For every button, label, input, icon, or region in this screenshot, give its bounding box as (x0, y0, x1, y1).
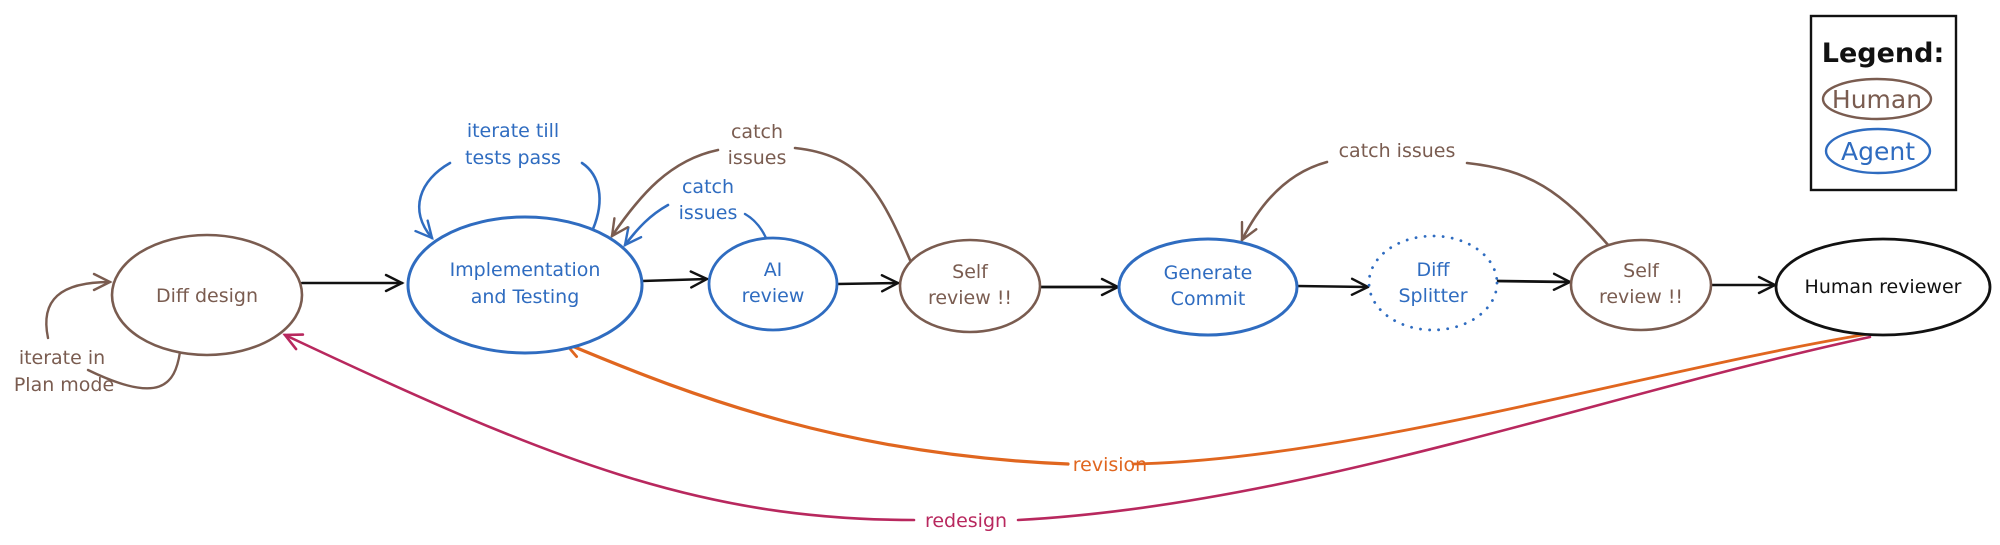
legend-item-human: Human (1821, 77, 1933, 121)
loop-catch-self2-tail (1465, 161, 1611, 248)
label-iterate-plan-1: iterate in (19, 347, 105, 369)
node-diff-design[interactable]: Diff design (110, 233, 304, 357)
legend-item-agent-label: Agent (1841, 137, 1915, 166)
node-generate-commit-label-2: Commit (1171, 288, 1246, 310)
loop-catch-ai-tail (743, 212, 768, 240)
loop-labels: iterate in Plan mode iterate till tests … (14, 120, 1456, 532)
feedback-loops (45, 146, 1872, 522)
node-self-review-1-label-2: review !! (928, 287, 1012, 309)
node-diff-design-label: Diff design (156, 285, 258, 307)
label-iterate-tests-2: tests pass (465, 147, 561, 169)
legend-title: Legend: (1822, 38, 1945, 69)
legend-item-agent: Agent (1824, 127, 1932, 175)
label-catch-self1-2: issues (728, 147, 787, 169)
edge-ai-review-to-self-review (835, 274, 901, 293)
node-diff-splitter[interactable]: Diff Splitter (1367, 234, 1499, 332)
edge-generate-commit-to-diff-splitter (1295, 277, 1371, 296)
node-implementation-label-2: and Testing (471, 286, 580, 308)
loop-revision-arrow (562, 340, 1070, 466)
loop-iterate-plan-arrow (86, 350, 182, 390)
loop-revision-tail (1131, 332, 1870, 466)
nodes: Diff design Implementation and Testing A… (110, 215, 1992, 357)
node-self-review-2-label-2: review !! (1599, 286, 1683, 308)
label-revision: revision (1073, 454, 1147, 476)
node-self-review-1-label-1: Self (952, 261, 989, 283)
label-iterate-plan-2: Plan mode (14, 374, 114, 396)
main-flow-edges (300, 270, 1778, 297)
node-ai-review-label-2: review (742, 285, 805, 307)
node-diff-splitter-label-2: Splitter (1398, 285, 1467, 307)
node-implementation-label-1: Implementation (450, 259, 601, 281)
node-ai-review-label-1: AI (764, 259, 783, 281)
legend-item-human-label: Human (1832, 85, 1922, 114)
node-diff-splitter-label-1: Diff (1417, 259, 1451, 281)
node-human-reviewer[interactable]: Human reviewer (1774, 237, 1992, 337)
loop-iterate-tests-arrow (580, 161, 601, 231)
node-ai-review[interactable]: AI review (707, 236, 839, 332)
node-implementation[interactable]: Implementation and Testing (406, 215, 644, 355)
label-redesign: redesign (925, 510, 1007, 532)
node-generate-commit[interactable]: Generate Commit (1117, 237, 1299, 337)
label-catch-ai-2: issues (679, 202, 738, 224)
loop-iterate-tests-arrow-in (414, 161, 452, 241)
label-iterate-tests-1: iterate till (467, 120, 559, 142)
label-catch-ai-1: catch (682, 176, 734, 198)
edge-diff-splitter-to-self-review (1494, 272, 1573, 291)
node-generate-commit-label-1: Generate (1164, 262, 1253, 284)
loop-catch-self2-arrow (1240, 160, 1329, 243)
node-self-review-2-label-1: Self (1623, 260, 1660, 282)
label-catch-self1-1: catch (731, 121, 783, 143)
node-self-review-1[interactable]: Self review !! (898, 238, 1042, 334)
loop-iterate-plan-arrow-top (45, 272, 113, 340)
loop-redesign-tail (1016, 335, 1872, 522)
edge-implementation-to-ai-review (640, 270, 710, 289)
loop-redesign-arrow (282, 333, 916, 522)
legend: Legend: Human Agent (1809, 14, 1958, 192)
loop-catch-ai-arrow (623, 203, 670, 248)
node-human-reviewer-label: Human reviewer (1805, 276, 1962, 298)
label-catch-self2: catch issues (1339, 140, 1456, 162)
node-self-review-2[interactable]: Self review !! (1569, 238, 1713, 332)
loop-catch-self1-tail (793, 146, 912, 262)
loop-catch-self1-arrow (610, 148, 720, 239)
